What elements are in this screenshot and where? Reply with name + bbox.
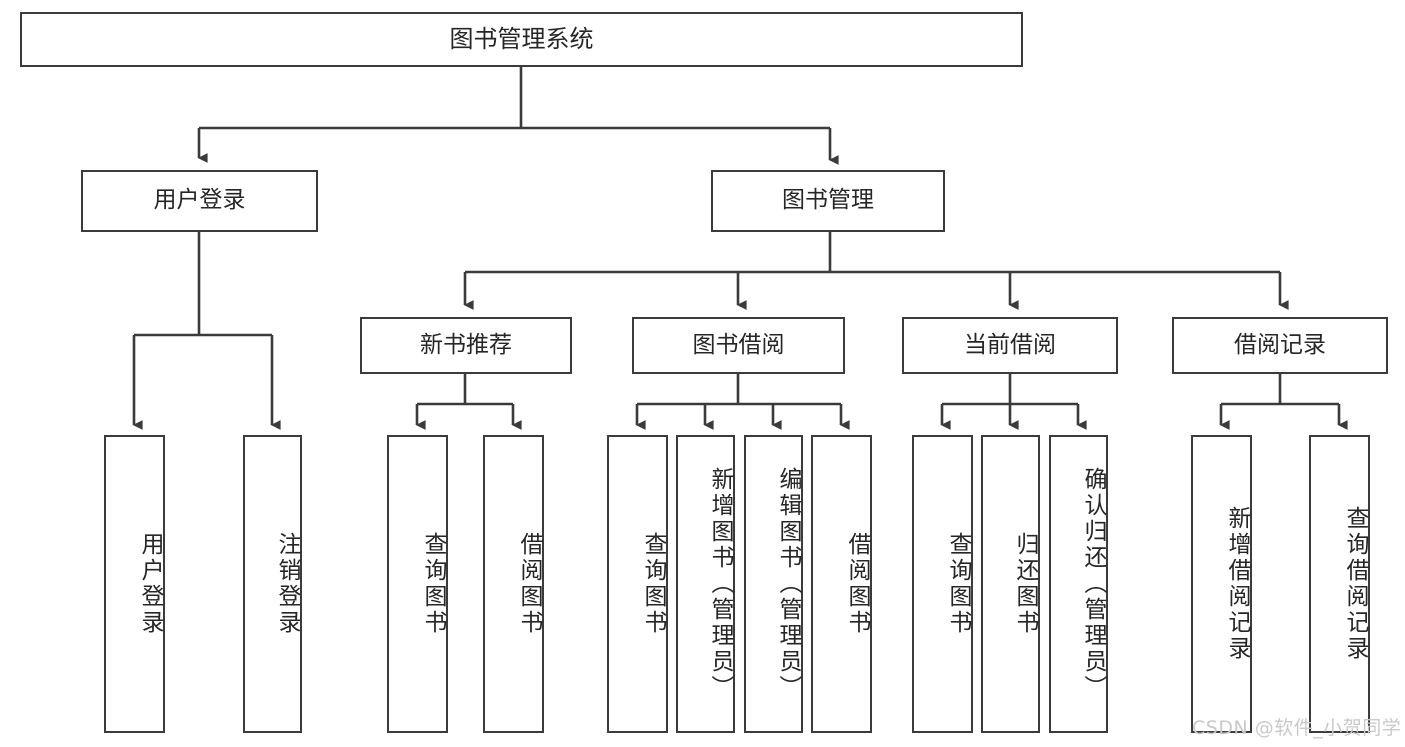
node-label: 查询图书 — [945, 532, 971, 636]
node-book-borrow[interactable]: 图书借阅 — [632, 317, 845, 374]
node-label: 借阅图书 — [516, 532, 542, 636]
leaf-add-borrow-record[interactable]: 新增借阅记录 — [1191, 435, 1252, 733]
node-label: 用户登录 — [153, 187, 246, 214]
leaf-add-book-admin[interactable]: 新增图书（管理员） — [676, 435, 735, 733]
node-label: 归还图书 — [1012, 532, 1038, 636]
node-label: 新增借阅记录 — [1224, 506, 1250, 662]
leaf-borrow-book-a[interactable]: 借阅图书 — [483, 435, 544, 733]
node-label: 新书推荐 — [420, 331, 512, 358]
node-label: 图书管理系统 — [449, 25, 594, 54]
node-label: 用户登录 — [137, 532, 163, 636]
leaf-confirm-return-admin[interactable]: 确认归还（管理员） — [1049, 435, 1108, 733]
node-current-borrow[interactable]: 当前借阅 — [902, 317, 1118, 374]
leaf-query-book-b[interactable]: 查询图书 — [607, 435, 668, 733]
node-label: 编辑图书（管理员） — [775, 467, 801, 701]
node-borrow-record[interactable]: 借阅记录 — [1172, 317, 1388, 374]
leaf-user-login[interactable]: 用户登录 — [104, 435, 165, 733]
node-label: 当前借阅 — [964, 331, 1056, 358]
leaf-return-book[interactable]: 归还图书 — [981, 435, 1040, 733]
node-label: 借阅记录 — [1234, 331, 1326, 358]
leaf-logout-login[interactable]: 注销登录 — [243, 435, 302, 733]
node-label: 查询借阅记录 — [1342, 506, 1368, 662]
node-label: 新增图书（管理员） — [707, 467, 733, 701]
leaf-query-book-a[interactable]: 查询图书 — [387, 435, 448, 733]
node-label: 查询图书 — [640, 532, 666, 636]
node-label: 图书管理 — [782, 187, 874, 214]
node-label: 图书借阅 — [692, 331, 785, 358]
leaf-edit-book-admin[interactable]: 编辑图书（管理员） — [744, 435, 803, 733]
csdn-watermark: CSDN @软件_小贺同学 — [1192, 717, 1402, 739]
leaf-borrow-book-b[interactable]: 借阅图书 — [811, 435, 872, 733]
node-label: 查询图书 — [420, 532, 446, 636]
node-label: 确认归还（管理员） — [1080, 467, 1106, 701]
node-label: 注销登录 — [274, 532, 300, 636]
node-book-management[interactable]: 图书管理 — [711, 170, 945, 232]
leaf-query-borrow-record[interactable]: 查询借阅记录 — [1309, 435, 1370, 733]
node-new-book-recommend[interactable]: 新书推荐 — [360, 317, 572, 374]
node-label: 借阅图书 — [844, 532, 870, 636]
node-user-login[interactable]: 用户登录 — [81, 170, 318, 232]
node-root-library-management-system[interactable]: 图书管理系统 — [20, 12, 1023, 67]
leaf-query-book-c[interactable]: 查询图书 — [912, 435, 973, 733]
